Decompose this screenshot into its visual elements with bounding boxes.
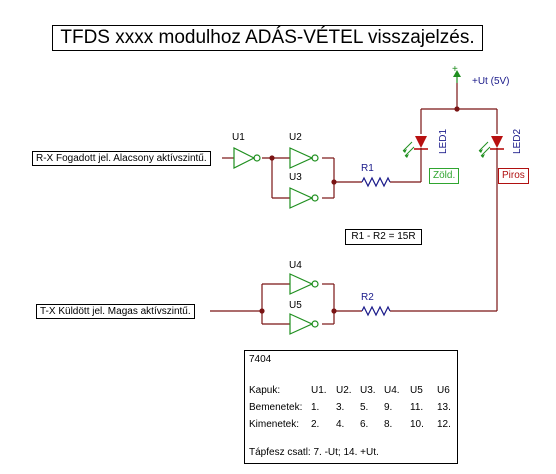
rx-out-junction <box>331 179 337 185</box>
resistor-r2 <box>361 305 391 317</box>
info-cell: 9. <box>384 402 393 413</box>
info-cell: 6. <box>360 419 369 430</box>
inverter-u3 <box>289 187 319 209</box>
info-cell: U5 <box>410 385 423 396</box>
info-cell: 2. <box>311 419 320 430</box>
info-cell: 3. <box>336 402 345 413</box>
tx-input-label: T-X Küldött jel. Magas aktívszintű. <box>36 304 195 319</box>
supply-arrow-icon <box>453 70 461 83</box>
rail-junction <box>454 106 460 112</box>
led2-color-tag: Piros <box>498 168 529 184</box>
info-row-label: Bemenetek: <box>249 402 303 413</box>
info-cell: U1. <box>311 385 327 396</box>
info-cell: U6 <box>437 385 450 396</box>
info-cell: U3. <box>360 385 376 396</box>
inverter-u5 <box>289 313 319 335</box>
info-cell: 1. <box>311 402 320 413</box>
info-cell: 5. <box>360 402 369 413</box>
tx-wiring <box>210 283 497 325</box>
info-cell: 8. <box>384 419 393 430</box>
inverter-u4 <box>289 273 319 295</box>
inverter-u1 <box>233 147 261 169</box>
inverter-u2 <box>289 147 319 169</box>
power-pins-note: Tápfesz csatl: 7. -Ut; 14. +Ut. <box>249 447 379 458</box>
gate-u3-label: U3 <box>289 172 302 183</box>
gate-u2-label: U2 <box>289 132 302 143</box>
tx-junction <box>259 308 265 314</box>
chip-name: 7404 <box>249 354 272 365</box>
supply-plus-label: + <box>452 64 458 75</box>
rx-wiring <box>222 157 421 199</box>
gate-u4-label: U4 <box>289 260 302 271</box>
supply-label: +Ut (5V) <box>472 76 510 87</box>
gate-u5-label: U5 <box>289 300 302 311</box>
rx-junction <box>269 155 275 161</box>
led2-symbol <box>478 136 504 311</box>
resistor-r1 <box>361 176 391 188</box>
gate-u1-label: U1 <box>232 132 245 143</box>
info-cell: 4. <box>336 419 345 430</box>
resistor-r2-label: R2 <box>361 292 374 303</box>
chip-info-box: 7404 Kapuk: U1. U2. U3. U4. U5 U6 Bemene… <box>244 350 458 464</box>
info-cell: U4. <box>384 385 400 396</box>
resistor-value-note: R1 - R2 = 15R <box>345 229 422 245</box>
info-row-label: Kapuk: <box>249 385 281 396</box>
rx-input-label: R-X Fogadott jel. Alacsony aktívszintű. <box>32 151 211 166</box>
page-title: TFDS xxxx modulhoz ADÁS-VÉTEL visszajelz… <box>52 25 483 51</box>
led2-label: LED2 <box>512 129 523 154</box>
info-cell: 10. <box>410 419 424 430</box>
info-cell: 12. <box>437 419 451 430</box>
led1-label: LED1 <box>438 129 449 154</box>
tx-out-junction <box>331 308 337 314</box>
led1-symbol <box>402 136 428 182</box>
resistor-r1-label: R1 <box>361 163 374 174</box>
led1-color-tag: Zöld. <box>429 168 460 184</box>
info-row-label: Kimenetek: <box>249 419 300 430</box>
info-cell: 13. <box>437 402 451 413</box>
info-cell: U2. <box>336 385 352 396</box>
info-cell: 11. <box>410 402 424 413</box>
